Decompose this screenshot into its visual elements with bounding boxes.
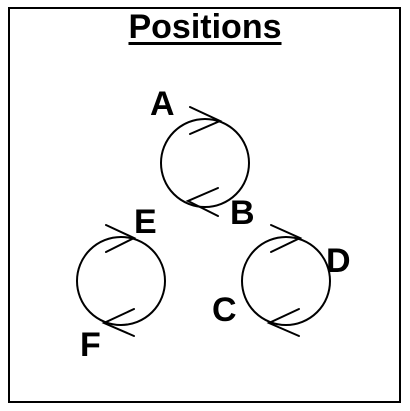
diagram-title: Positions <box>128 8 282 46</box>
top-circle-upper-tick <box>189 106 223 135</box>
diagram-frame <box>8 7 401 403</box>
left-circle-lower-tick <box>101 308 135 337</box>
top-circle-lower-tick <box>185 187 219 217</box>
left-circle-group: E F <box>76 203 166 364</box>
top-circle <box>160 118 250 208</box>
left-circle-upper-tick <box>105 224 137 253</box>
position-label-d: D <box>326 242 351 280</box>
position-label-b: B <box>230 194 255 232</box>
position-label-f: F <box>80 326 101 364</box>
position-label-e: E <box>134 203 157 241</box>
right-circle-lower-tick <box>266 308 300 337</box>
position-label-c: C <box>212 291 237 329</box>
left-circle <box>76 236 166 326</box>
position-label-a: A <box>150 85 175 123</box>
right-circle-group: C D <box>212 224 351 337</box>
top-circle-group: A B <box>150 85 255 232</box>
right-circle <box>241 236 331 326</box>
right-circle-upper-tick <box>270 224 303 253</box>
